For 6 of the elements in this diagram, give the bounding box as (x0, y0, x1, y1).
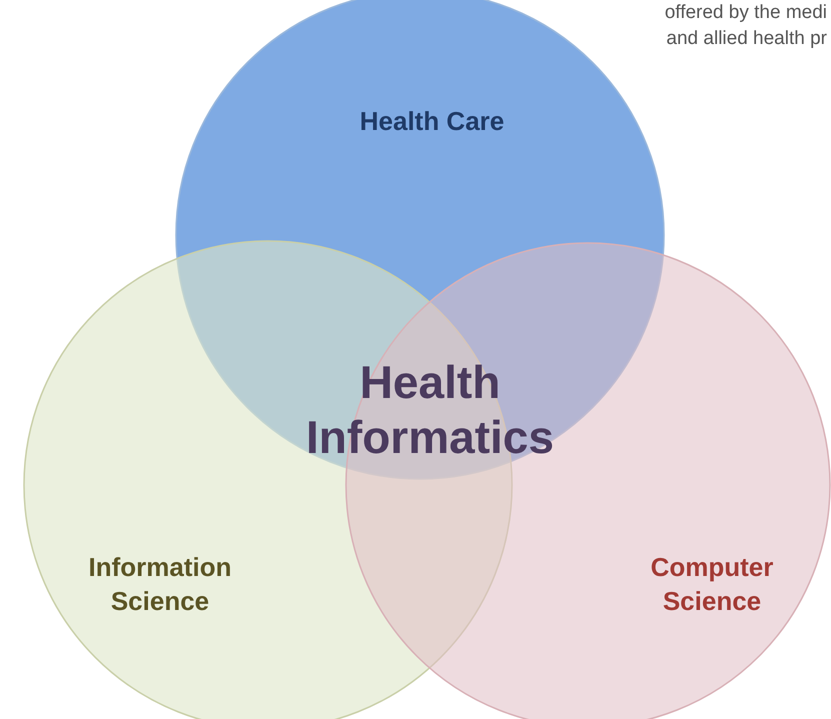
circle-label: Health Care (358, 105, 506, 138)
note-text: and allied health pr (666, 28, 827, 50)
center-title: Health Informatics (305, 354, 555, 465)
circle-label: Computer Science (650, 551, 774, 618)
note-text: offered by the medi (664, 2, 827, 24)
circle-label: Information Science (88, 551, 232, 618)
